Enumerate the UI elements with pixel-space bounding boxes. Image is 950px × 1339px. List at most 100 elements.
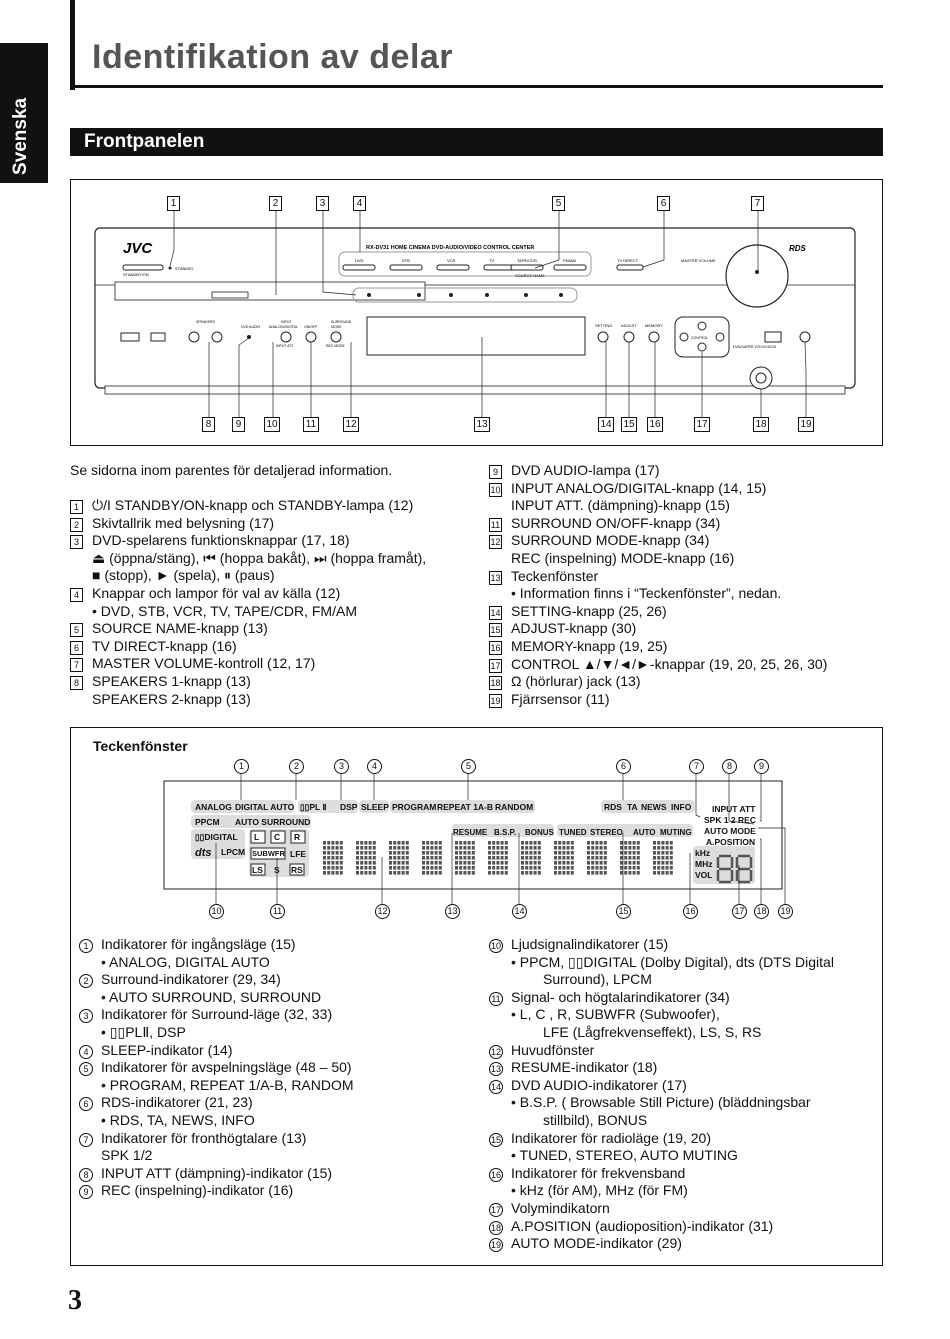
- matrix-dot: [558, 856, 562, 860]
- matrix-dot: [669, 856, 673, 860]
- ind-dpl2: ▯▯PL Ⅱ: [300, 802, 327, 812]
- matrix-dot: [426, 866, 430, 870]
- matrix-dot: [356, 841, 359, 845]
- list-item: • kHz (för AM), MHz (för FM): [489, 1182, 879, 1200]
- item-number: 10: [489, 939, 503, 953]
- matrix-dot: [323, 861, 326, 865]
- matrix-dot: [463, 856, 467, 860]
- matrix-dot: [620, 861, 623, 865]
- matrix-dot: [360, 841, 364, 845]
- matrix-dot: [500, 871, 504, 875]
- matrix-dot: [566, 871, 570, 875]
- display-callout-11: 11: [270, 904, 285, 919]
- matrix-dot: [455, 841, 458, 845]
- matrix-dot: [537, 856, 541, 860]
- matrix-dot: [558, 851, 562, 855]
- input-label: INPUT: [281, 320, 292, 324]
- matrix-dot: [603, 841, 607, 845]
- matrix-dot: [628, 841, 632, 845]
- matrix-dot: [587, 871, 590, 875]
- matrix-dot: [331, 856, 335, 860]
- matrix-dot: [587, 846, 590, 850]
- matrix-dot: [570, 846, 574, 850]
- list-item: • PPCM, ▯▯DIGITAL (Dolby Digital), dts (…: [489, 954, 879, 972]
- item-text: DVD AUDIO-indikatorer (17): [511, 1076, 687, 1093]
- matrix-dot: [603, 871, 607, 875]
- display-section-title: Teckenfönster: [93, 738, 188, 754]
- matrix-dot: [339, 856, 343, 860]
- tv-direct-label: TV DIRECT: [617, 258, 639, 263]
- display-figure: [70, 727, 883, 1266]
- item-text: RDS-indikatorer (21, 23): [101, 1094, 253, 1111]
- item-number: 19: [489, 693, 502, 708]
- matrix-dot: [537, 851, 541, 855]
- matrix-dot: [628, 871, 632, 875]
- matrix-dot: [636, 856, 640, 860]
- matrix-dot: [496, 871, 500, 875]
- matrix-dot: [665, 861, 669, 865]
- item-text: Teckenfönster: [511, 567, 599, 584]
- matrix-dot: [562, 866, 566, 870]
- item-number: 6: [70, 640, 83, 655]
- ind-resume: RESUME: [453, 828, 488, 837]
- matrix-dot: [624, 871, 628, 875]
- matrix-dot: [389, 846, 392, 850]
- item-text: DVD-spelarens funktionsknappar (17, 18): [92, 532, 350, 549]
- matrix-dot: [587, 861, 590, 865]
- display-callout-lines: [215, 774, 786, 904]
- matrix-dot: [422, 851, 425, 855]
- matrix-dot: [521, 856, 524, 860]
- matrix-dot: [368, 846, 372, 850]
- matrix-dot: [335, 866, 339, 870]
- matrix-dot: [665, 871, 669, 875]
- matrix-dot: [525, 856, 529, 860]
- matrix-dot: [500, 851, 504, 855]
- callout-17: 17: [694, 417, 710, 432]
- callout-19: 19: [798, 417, 814, 432]
- matrix-dot: [620, 846, 623, 850]
- item-text: SURROUND ON/OFF-knapp (34): [511, 514, 721, 531]
- callout-7: 7: [751, 196, 764, 211]
- matrix-dot: [587, 851, 590, 855]
- ind-repeat: REPEAT 1A-B: [437, 802, 493, 812]
- callout-16: 16: [647, 417, 663, 432]
- matrix-dot: [533, 841, 537, 845]
- matrix-dot: [492, 861, 496, 865]
- ind-rs: RS: [291, 865, 303, 875]
- matrix-dot: [459, 866, 463, 870]
- matrix-dot: [665, 866, 669, 870]
- item-text: SPK 1/2: [101, 1147, 153, 1164]
- item-number: 4: [70, 587, 83, 602]
- matrix-dot: [397, 871, 401, 875]
- rds-logo: RDS: [789, 244, 807, 253]
- item-text: SPEAKERS 1-knapp (13): [92, 672, 251, 689]
- item-text: INPUT ATT (dämpning)-indikator (15): [101, 1164, 333, 1181]
- matrix-dot: [554, 861, 557, 865]
- matrix-dot: [620, 871, 623, 875]
- matrix-dot: [368, 866, 372, 870]
- matrix-dot: [595, 866, 599, 870]
- matrix-dot: [554, 866, 557, 870]
- matrix-dot: [537, 866, 541, 870]
- item-number: 17: [489, 658, 502, 673]
- list-item: • Information finns i “Teckenfönster”, n…: [489, 585, 889, 603]
- matrix-dot: [471, 871, 475, 875]
- display-callout-16: 16: [683, 904, 698, 919]
- matrix-dot: [360, 856, 364, 860]
- matrix-dot: [438, 856, 442, 860]
- matrix-dot: [521, 841, 524, 845]
- matrix-dot: [533, 866, 537, 870]
- matrix-dot: [368, 851, 372, 855]
- matrix-dot: [405, 856, 409, 860]
- matrix-dot: [624, 846, 628, 850]
- matrix-dot: [434, 841, 438, 845]
- matrix-dot: [463, 846, 467, 850]
- matrix-dot: [653, 846, 656, 850]
- matrix-dot: [603, 856, 607, 860]
